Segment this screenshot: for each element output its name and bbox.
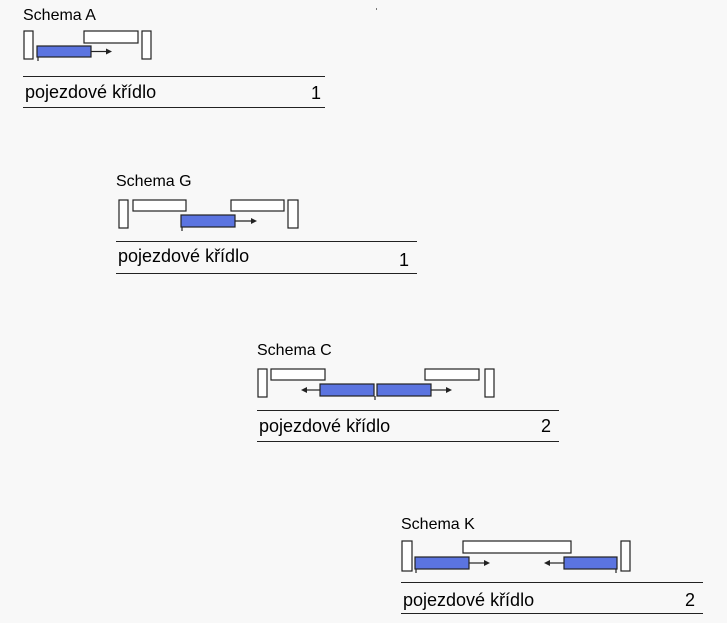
row-label: pojezdové křídlo <box>403 590 535 610</box>
sliding-sash-left <box>319 383 375 397</box>
scheme-title: Schema C <box>257 342 332 359</box>
scheme-title: Schema A <box>23 7 96 24</box>
scheme-g-diagram <box>118 199 299 231</box>
left-jamb <box>257 368 268 398</box>
sliding-sash <box>180 214 236 228</box>
sliding-sash-right <box>563 556 618 570</box>
right-jamb <box>141 30 152 60</box>
row-count: 1 <box>310 83 321 103</box>
fixed-panel-left <box>132 199 187 212</box>
sliding-sash-right <box>376 383 432 397</box>
right-jamb <box>484 368 495 398</box>
row-top-rule <box>116 241 417 242</box>
row-top-rule <box>23 76 325 77</box>
sliding-sash <box>36 45 92 58</box>
row-bottom-rule <box>257 441 559 442</box>
scheme-c-diagram <box>257 368 495 400</box>
arrow-head-right <box>251 218 257 224</box>
left-jamb <box>118 199 129 229</box>
row-top-rule <box>401 582 703 583</box>
arrow-head-right <box>106 48 112 55</box>
arrow-head-left <box>544 560 550 566</box>
arrow-head-right <box>484 560 490 566</box>
arrow-head-right <box>446 387 452 393</box>
row-top-rule <box>257 410 559 411</box>
row-bottom-rule <box>23 107 325 108</box>
row-bottom-rule <box>401 613 703 614</box>
right-jamb <box>620 540 631 572</box>
scheme-title: Schema K <box>401 516 475 533</box>
row-count: 1 <box>398 250 409 270</box>
fixed-panel <box>462 540 572 554</box>
scheme-title: Schema G <box>116 173 192 190</box>
stray-dot <box>376 8 377 10</box>
row-count: 2 <box>540 416 551 436</box>
arrow-head-left <box>301 387 307 393</box>
row-count: 2 <box>684 590 695 610</box>
scheme-c-panel: Schema C pojezdové křídlo 2 <box>257 342 559 444</box>
row-label: pojezdové křídlo <box>25 82 157 102</box>
right-jamb <box>287 199 299 229</box>
sliding-sash-left <box>414 556 470 570</box>
fixed-panel-left <box>270 368 326 381</box>
row-bottom-rule <box>116 273 417 274</box>
left-jamb <box>401 540 413 572</box>
fixed-panel-right <box>424 368 480 381</box>
left-jamb <box>23 30 34 60</box>
row-label: pojezdové křídlo <box>118 246 250 266</box>
scheme-k-diagram <box>401 540 631 573</box>
scheme-a-panel: Schema A pojezdové křídlo 1 <box>23 7 325 109</box>
row-label: pojezdové křídlo <box>259 416 391 436</box>
scheme-g-panel: Schema G pojezdové křídlo 1 <box>116 173 417 275</box>
scheme-a-diagram <box>23 30 152 61</box>
fixed-panel <box>83 30 139 44</box>
scheme-k-panel: Schema K pojezdové křídlo 2 <box>401 516 703 618</box>
fixed-panel-right <box>230 199 285 212</box>
